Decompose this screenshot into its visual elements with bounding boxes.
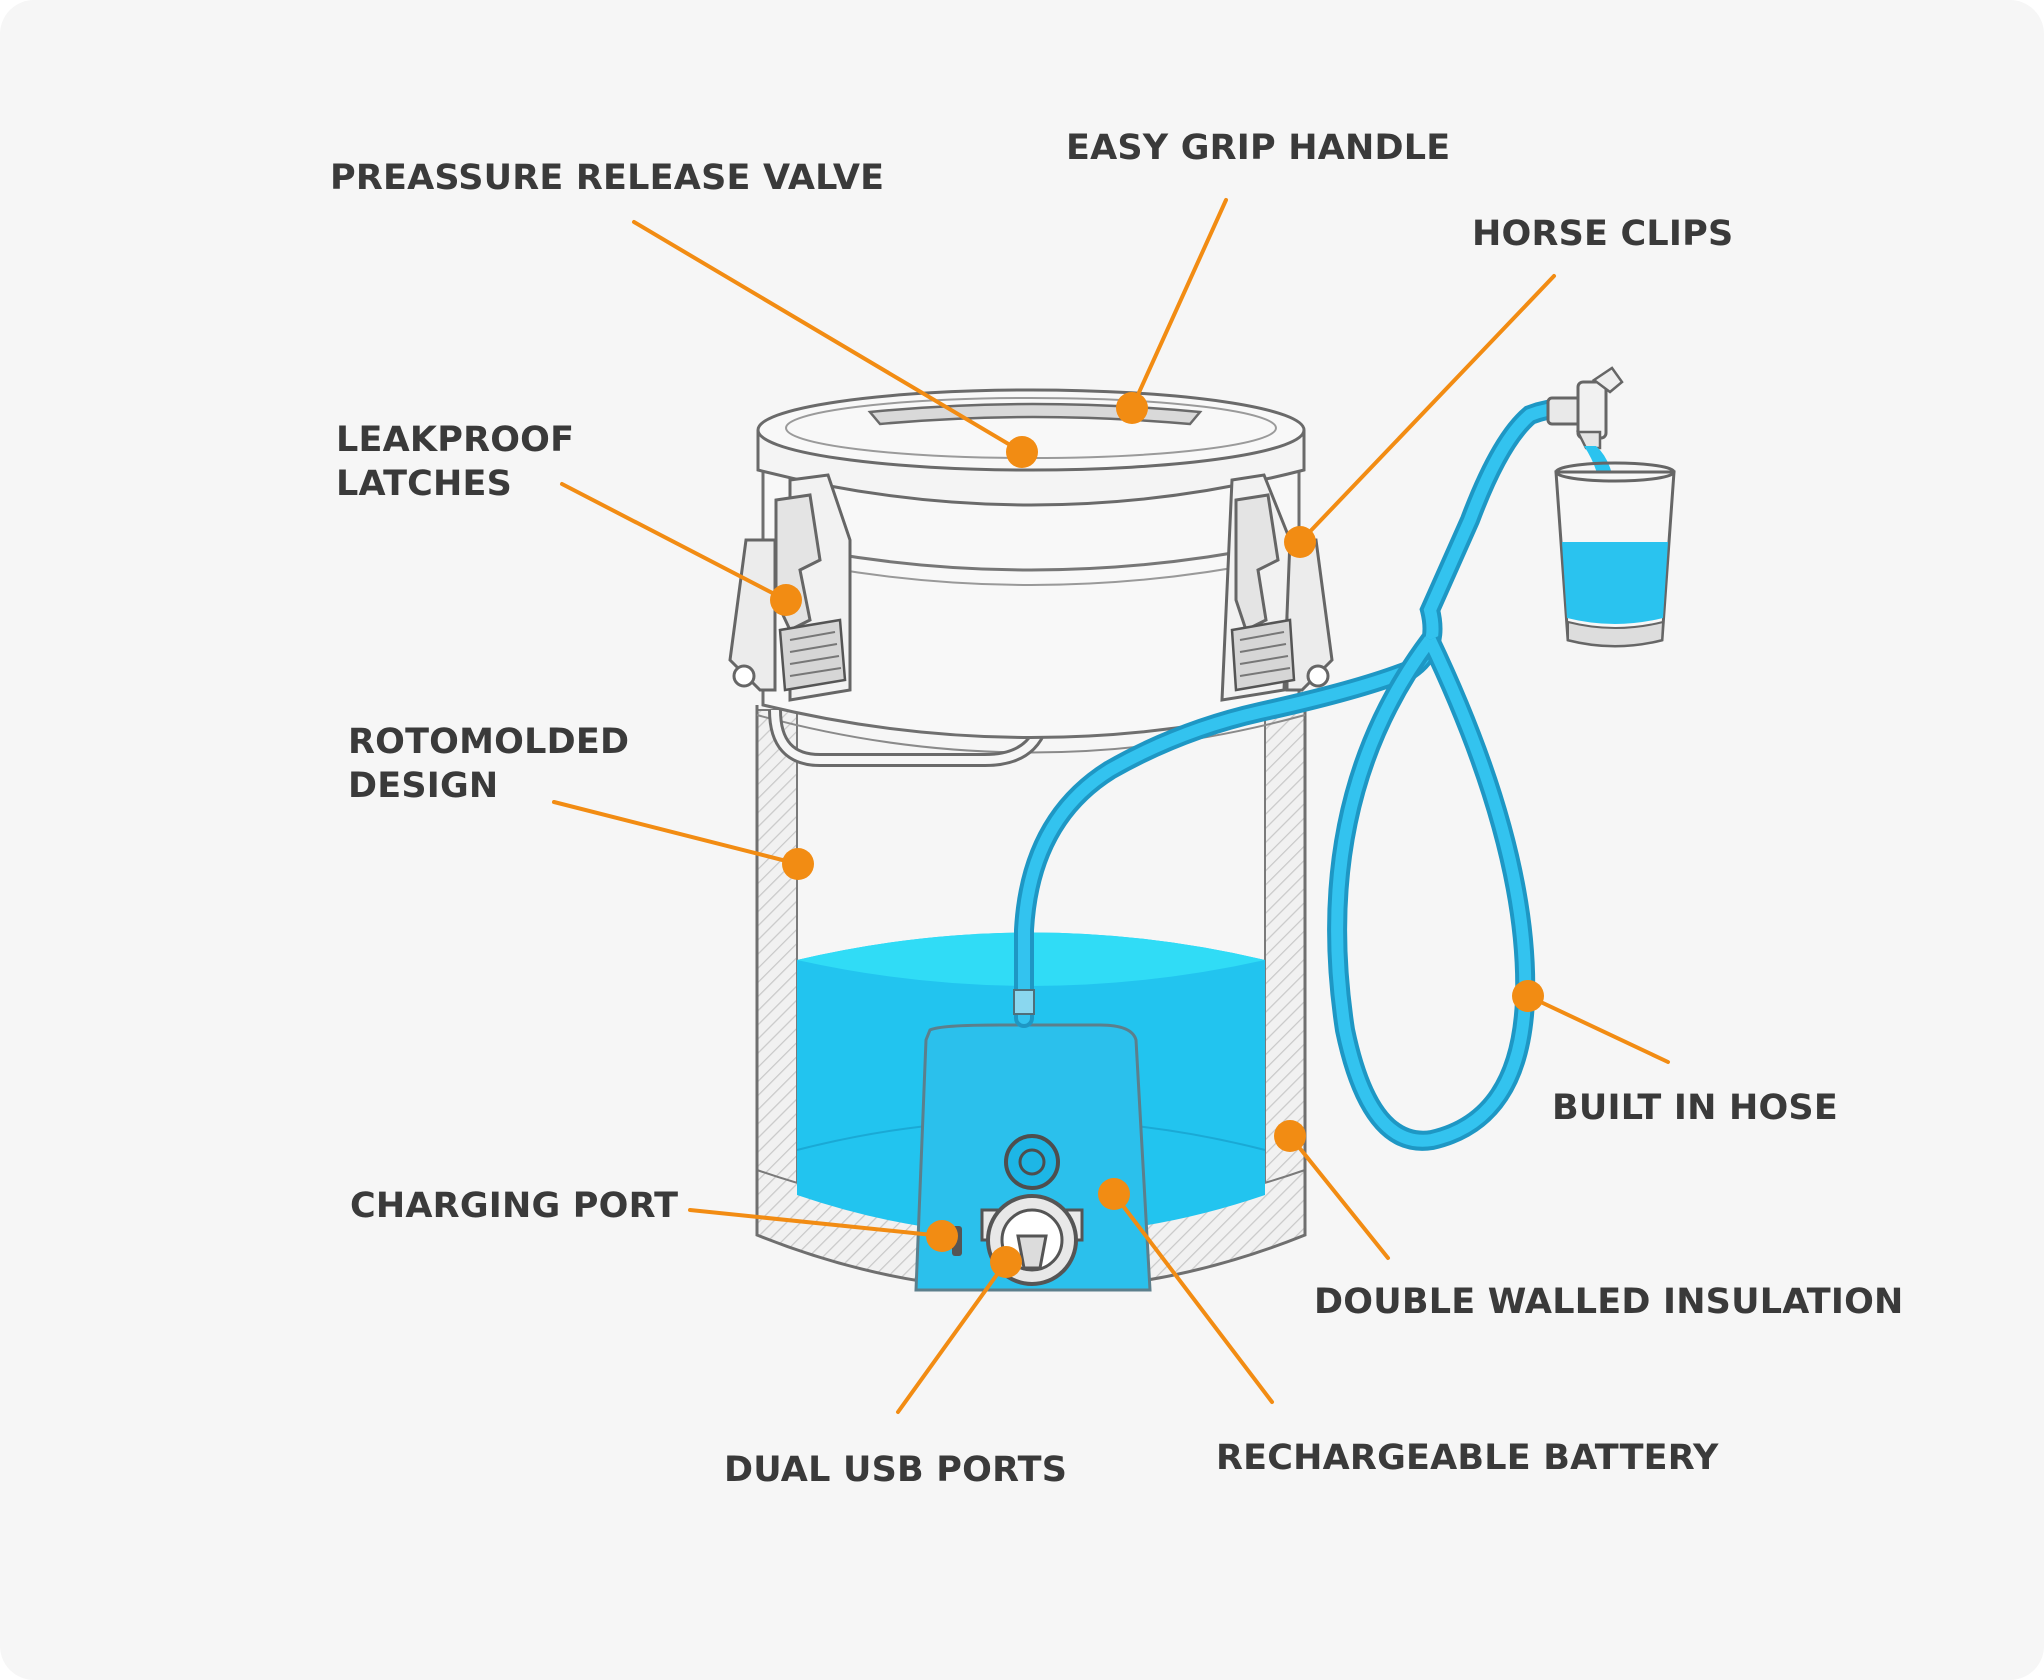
dot-charging-port <box>926 1220 958 1252</box>
dot-easy-grip-handle <box>1116 392 1148 424</box>
label-line: HORSE CLIPS <box>1472 214 1734 254</box>
leader-horse-clips <box>1298 274 1556 544</box>
drinking-glass <box>1554 461 1676 648</box>
dot-leakproof-latches <box>770 584 802 616</box>
label-line: DESIGN <box>348 766 499 806</box>
label-horse-clips: HORSE CLIPS <box>1472 212 1733 256</box>
leader-rotomolded-design <box>552 800 800 866</box>
leader-charging-port <box>688 1208 944 1238</box>
dot-pressure-release-valve <box>1006 436 1038 468</box>
hose-faucet <box>1546 366 1624 450</box>
leader-double-walled-insulation <box>1288 1134 1390 1260</box>
label-double-walled-insulation: DOUBLE WALLED INSULATION <box>1314 1280 1904 1324</box>
dot-dual-usb-ports <box>990 1246 1022 1278</box>
leader-easy-grip-handle <box>1130 198 1228 410</box>
label-line: DUAL USB PORTS <box>724 1450 1068 1490</box>
label-dual-usb-ports: DUAL USB PORTS <box>724 1448 1067 1492</box>
label-line: ROTOMOLDED <box>348 722 630 762</box>
left-latch <box>728 473 852 702</box>
label-leakproof-latches: LEAKPROOF LATCHES <box>336 418 574 506</box>
label-line: CHARGING PORT <box>350 1186 679 1226</box>
label-line: BUILT IN HOSE <box>1552 1088 1838 1128</box>
label-line: LEAKPROOF <box>336 420 575 460</box>
dot-built-in-hose <box>1512 980 1544 1012</box>
label-built-in-hose: BUILT IN HOSE <box>1552 1086 1838 1130</box>
label-line: LATCHES <box>336 464 513 504</box>
leader-dual-usb-ports <box>896 1260 1008 1414</box>
label-charging-port: CHARGING PORT <box>350 1184 678 1228</box>
valve-knob <box>1004 1134 1060 1190</box>
label-line: DOUBLE WALLED INSULATION <box>1314 1282 1904 1322</box>
leader-pressure-release-valve <box>632 220 1024 454</box>
leader-rechargeable-battery <box>1112 1192 1274 1404</box>
callout-lines <box>552 198 1670 1414</box>
label-line: EASY GRIP HANDLE <box>1066 128 1451 168</box>
label-pressure-release-valve: PREASSURE RELEASE VALVE <box>330 156 884 200</box>
right-latch <box>1220 473 1334 702</box>
label-rechargeable-battery: RECHARGEABLE BATTERY <box>1216 1436 1719 1480</box>
label-line: PREASSURE RELEASE VALVE <box>330 158 885 198</box>
leader-built-in-hose <box>1526 994 1670 1064</box>
callout-dots <box>770 392 1544 1278</box>
dot-rechargeable-battery <box>1098 1178 1130 1210</box>
label-easy-grip-handle: EASY GRIP HANDLE <box>1066 126 1450 170</box>
dot-double-walled-insulation <box>1274 1120 1306 1152</box>
label-rotomolded-design: ROTOMOLDED DESIGN <box>348 720 629 808</box>
left-wall <box>756 709 798 1196</box>
dot-rotomolded-design <box>782 848 814 880</box>
dot-horse-clips <box>1284 526 1316 558</box>
leader-leakproof-latches <box>560 482 788 602</box>
label-line: RECHARGEABLE BATTERY <box>1216 1438 1719 1478</box>
